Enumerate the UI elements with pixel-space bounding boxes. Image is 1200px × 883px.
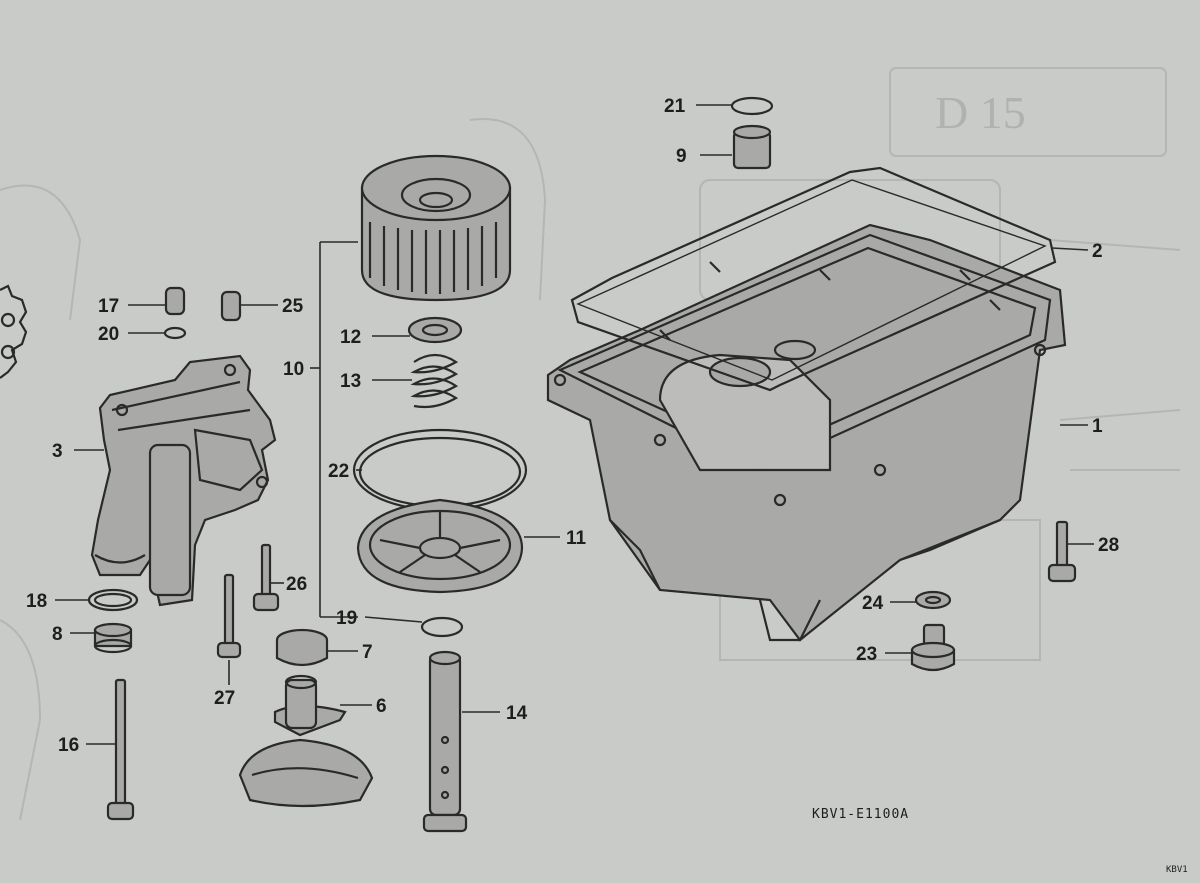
- label-17: 17: [98, 296, 119, 317]
- washer-and-spring: [407, 316, 463, 409]
- label-13: 13: [340, 371, 361, 392]
- label-11: 11: [566, 528, 587, 549]
- label-28: 28: [1098, 535, 1119, 556]
- label-18: 18: [26, 591, 47, 612]
- small-parts-left: [163, 286, 242, 340]
- label-2: 2: [1092, 241, 1103, 262]
- label-24: 24: [862, 593, 884, 614]
- oil-pan-gasket: [570, 166, 1057, 392]
- oil-filter-cartridge: [360, 154, 512, 302]
- label-21: 21: [664, 96, 686, 117]
- oring-19: [420, 616, 464, 638]
- label-10: 10: [283, 359, 304, 380]
- label-27: 27: [214, 688, 235, 709]
- oil-strainer-pipe: [422, 650, 468, 833]
- oil-strainer: [238, 628, 374, 808]
- label-14: 14: [506, 703, 528, 724]
- background-tab: D 15: [935, 87, 1026, 138]
- strainer-cover: [352, 428, 528, 594]
- label-9: 9: [676, 146, 687, 167]
- label-22: 22: [328, 461, 349, 482]
- oring-and-collar: [87, 588, 139, 654]
- drain-parts: [910, 520, 1077, 672]
- label-6: 6: [376, 696, 387, 717]
- label-3: 3: [52, 441, 63, 462]
- bolts-left: [106, 543, 280, 821]
- label-7: 7: [362, 642, 373, 663]
- label-1: 1: [1092, 416, 1103, 437]
- oil-pan: [546, 223, 1067, 642]
- label-12: 12: [340, 327, 361, 348]
- group-bracket: [319, 241, 358, 618]
- label-19: 19: [336, 608, 357, 629]
- label-16: 16: [58, 735, 79, 756]
- drawing-code: KBV1-E1100A: [812, 807, 909, 822]
- background-print-through: D 15: [0, 67, 1181, 821]
- part-labels: 1 2 3 6 7 8 9 10 11 12 13 14 16 17 18 19…: [26, 96, 1119, 756]
- oil-pump-drive-sprocket: [0, 284, 28, 379]
- label-25: 25: [282, 296, 304, 317]
- label-8: 8: [52, 624, 63, 645]
- label-26: 26: [286, 574, 307, 595]
- corner-code: KBV1: [1166, 865, 1188, 875]
- label-20: 20: [98, 324, 119, 345]
- label-23: 23: [856, 644, 877, 665]
- oring-and-dowel-top: [730, 96, 774, 170]
- oil-pump-assembly: [90, 354, 277, 607]
- leader-lines: [55, 104, 1094, 745]
